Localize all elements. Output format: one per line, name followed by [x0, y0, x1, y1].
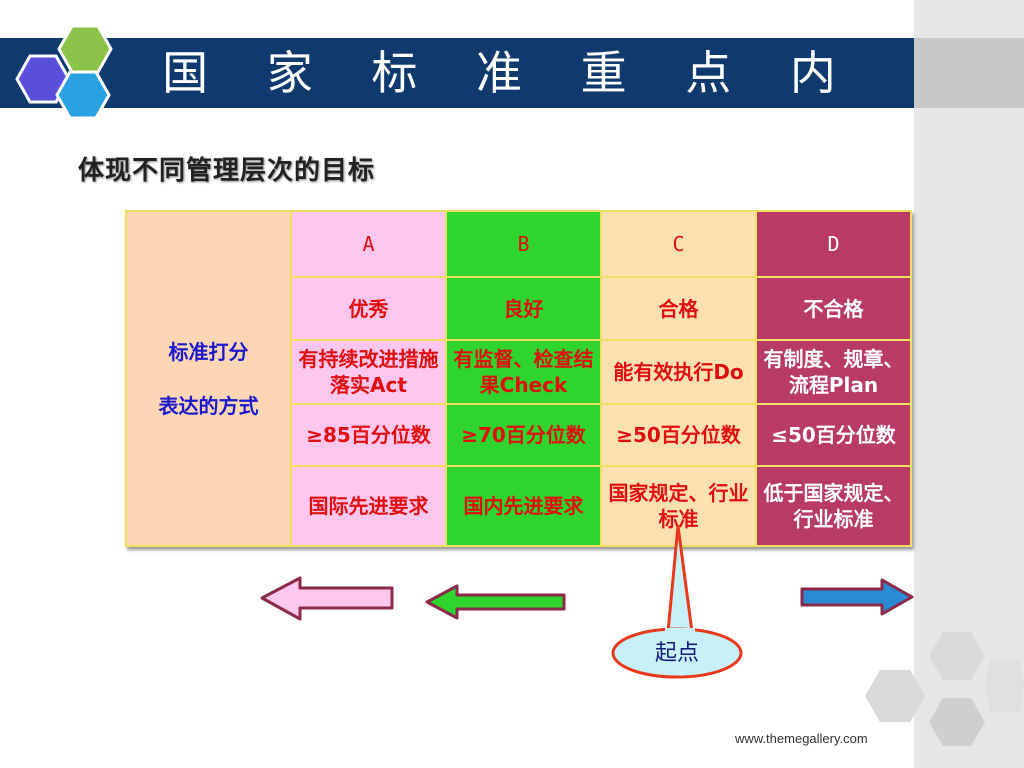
method-c: 能有效执行Do [600, 338, 757, 406]
rating-a: 优秀 [290, 276, 447, 341]
score-b: ≥70百分位数 [445, 403, 602, 468]
hexagon-cluster-logo-icon [15, 24, 113, 120]
row-label-cell: 标准打分 表达的方式 [125, 210, 292, 547]
title-bar-end [914, 38, 1024, 108]
start-point-label: 起点 [654, 641, 699, 666]
level-d: 低于国家规定、行业标准 [755, 465, 912, 547]
header-d: D [755, 209, 912, 279]
slide-subtitle: 体现不同管理层次的目标 [78, 156, 376, 186]
row-label-line1: 标准打分 [168, 339, 249, 364]
website-url: www.themegallery.com [735, 731, 868, 746]
score-a: ≥85百分位数 [290, 403, 447, 468]
table-row-rating: 优秀 良好 合格 不合格 [126, 276, 912, 341]
level-a: 国际先进要求 [290, 465, 447, 547]
table-row-headers: 标准打分 表达的方式 A B C D [125, 209, 912, 547]
score-c: ≥50百分位数 [600, 403, 757, 468]
method-d: 有制度、规章、流程Plan [755, 338, 912, 406]
table-row-score: ≥85百分位数 ≥70百分位数 ≥50百分位数 ≤50百分位数 [126, 403, 912, 468]
rating-b: 良好 [445, 276, 602, 341]
method-b: 有监督、检查结果Check [445, 338, 602, 406]
title-bar [0, 38, 914, 108]
score-d: ≤50百分位数 [755, 403, 912, 468]
header-a: A [290, 209, 447, 279]
standards-table: 标准打分 表达的方式 A B C D 优秀 良好 合格 不合格 有持续改进措施落… [125, 209, 912, 547]
header-b: B [445, 209, 602, 279]
rating-d: 不合格 [755, 276, 912, 341]
table-row-level: 国际先进要求 国内先进要求 国家规定、行业标准 低于国家规定、行业标准 [126, 465, 912, 547]
header-c: C [600, 209, 757, 279]
level-b: 国内先进要求 [445, 465, 602, 547]
method-a: 有持续改进措施落实Act [290, 338, 447, 406]
rating-c: 合格 [600, 276, 757, 341]
gray-hexagon-pattern-icon [865, 632, 1024, 746]
row-label-line2: 表达的方式 [158, 393, 259, 418]
table-row-method: 有持续改进措施落实Act 有监督、检查结果Check 能有效执行Do 有制度、规… [126, 338, 912, 406]
slide-title: 国 家 标 准 重 点 内 容 [162, 46, 858, 166]
